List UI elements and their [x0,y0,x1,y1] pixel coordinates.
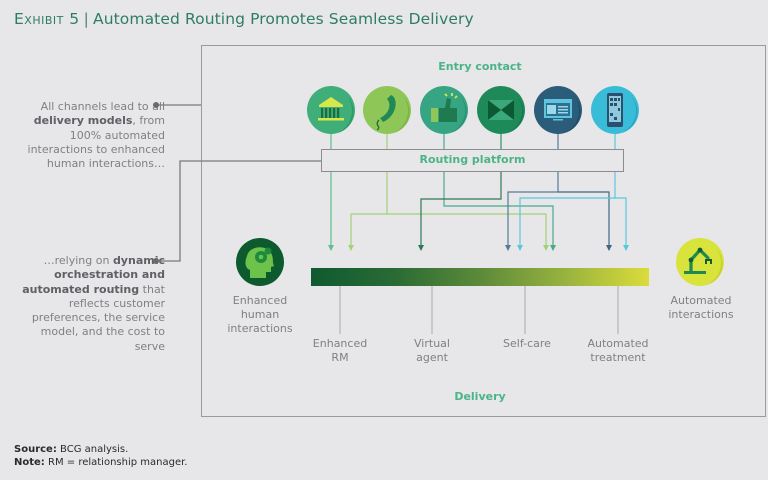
routing-platform: Routing platform [321,149,624,172]
delivery-label: Delivery [454,390,506,403]
route-laptop-automated [558,191,612,251]
footnote: Note: RM = relationship manager. [14,457,187,468]
callout-dot-1 [153,102,159,108]
laptop-icon [534,86,582,134]
envelope-icon [477,86,525,134]
route-laptop-self-care [505,172,559,251]
side-note-text: …relying on [43,254,113,267]
side-note-bold: delivery models [33,114,133,128]
route-phone-enhanced-rm [348,172,388,251]
exhibit-title: Exhibit 5|Automated Routing Promotes Sea… [14,10,474,28]
route-envelope-virtual-agent [418,172,502,251]
route-mobile-self-care [517,172,616,251]
robot-arm-icon [676,238,724,286]
delivery-model-self-care: Self-care [503,337,551,350]
entry-contact-label: Entry contact [438,60,522,73]
source-text: BCG analysis. [60,444,129,455]
side-note-bold: dynamic orchestration and automated rout… [22,254,165,296]
callout-connectors [156,104,321,262]
mobile-phone-icon [591,86,639,134]
route-phone-self-care [387,213,549,251]
icon-stems [330,134,616,149]
side-note-text: that reflects customer preferences, the … [31,282,165,353]
thumbs-up-icon [420,86,468,134]
side-note-orchestration: …relying on dynamic orchestration and au… [15,254,165,354]
phone-icon [363,86,411,134]
route-thumbs-self-care [443,172,556,251]
human-head-gear-icon [236,238,284,286]
delivery-spectrum-bar [311,268,649,286]
title-separator: | [83,10,89,28]
diagram-frame [201,45,766,417]
bank-icon [307,86,355,134]
callout-dot-2 [153,258,159,264]
source-label: Source: [14,444,57,455]
note-label: Note: [14,457,45,468]
delivery-ticks [339,280,619,334]
route-mobile-automated [615,197,629,251]
source-note: Source: BCG analysis. [14,444,128,455]
title-text: Automated Routing Promotes Seamless Deli… [92,10,474,28]
exhibit-number: Exhibit 5 [14,10,80,28]
side-note-text: , from 100% automated interactions to en… [27,114,165,171]
side-note-delivery-models: All channels lead to all delivery models… [15,100,165,171]
note-text: RM = relationship manager. [48,457,188,468]
callout-line-2 [156,160,321,262]
side-note-text: All channels lead to all [40,100,165,113]
